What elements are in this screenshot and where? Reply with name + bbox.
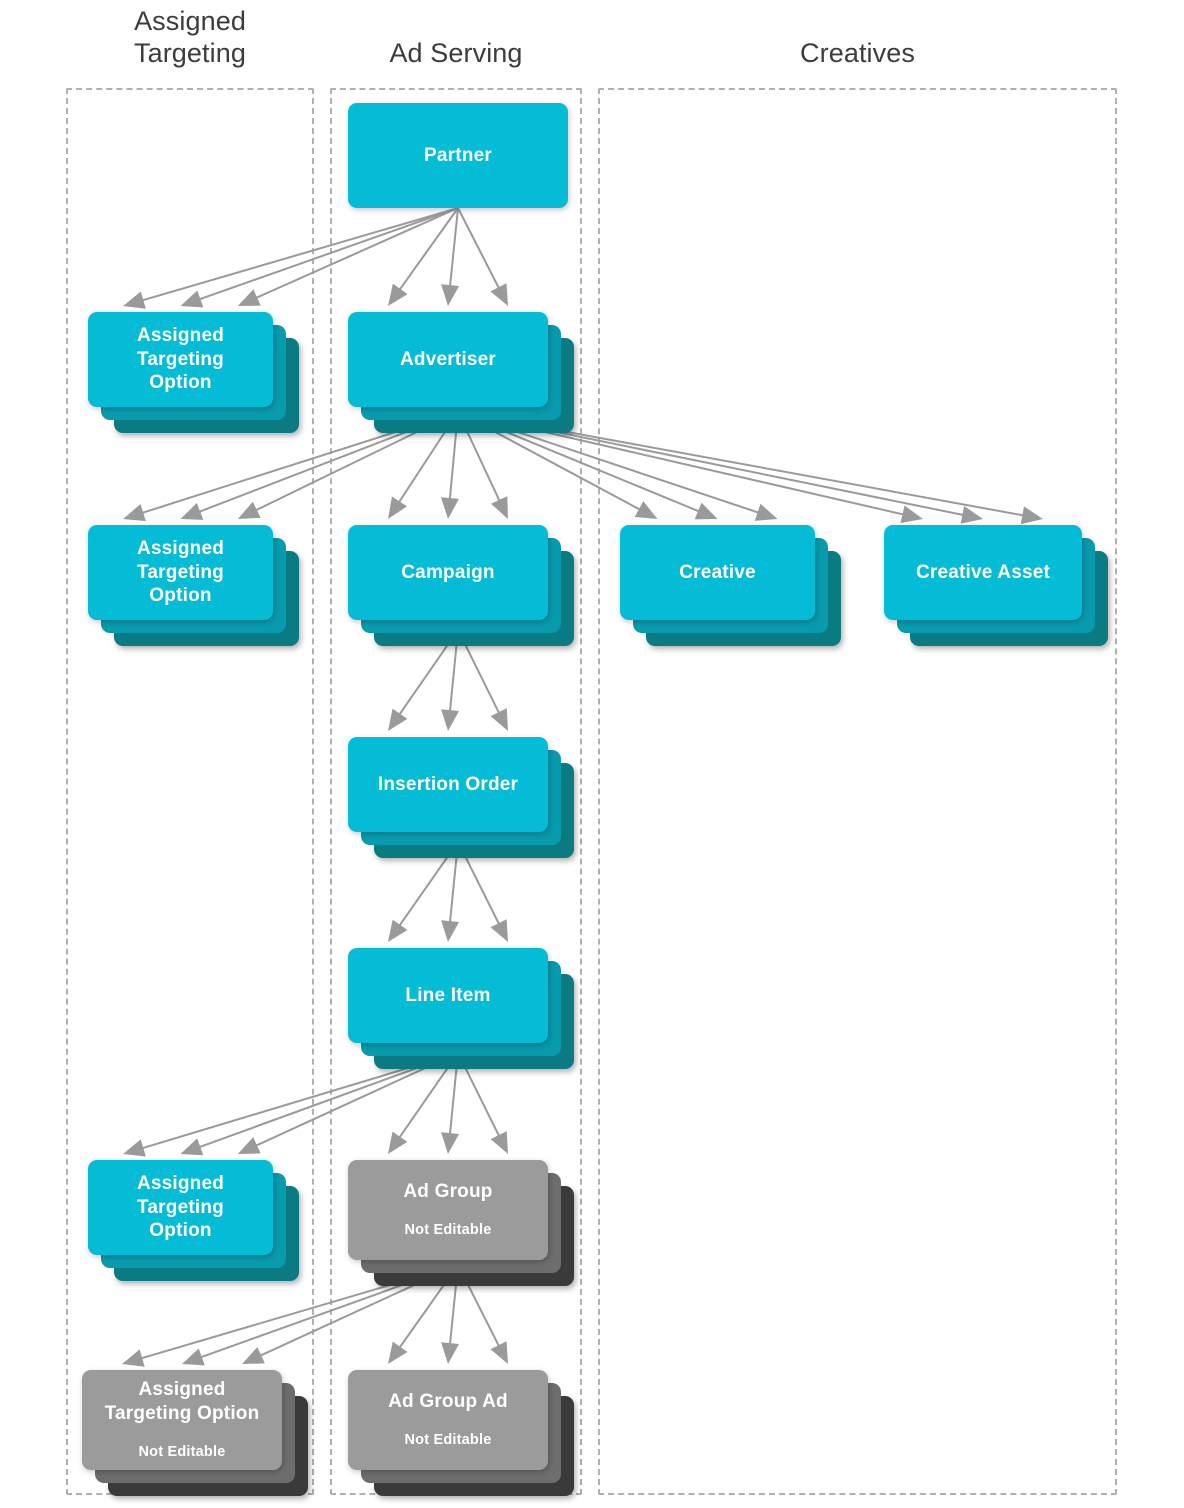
node-face-campaign[interactable]: Campaign: [348, 525, 548, 620]
node-face-creative-asset[interactable]: Creative Asset: [884, 525, 1082, 620]
node-face-insertion-order[interactable]: Insertion Order: [348, 737, 548, 832]
node-ato-line-item[interactable]: Assigned Targeting Option: [88, 1160, 299, 1281]
node-title: Creative Asset: [915, 561, 1051, 583]
node-face-line-item[interactable]: Line Item: [348, 948, 548, 1043]
node-partner[interactable]: Partner: [348, 103, 594, 234]
swimlane-creatives: [598, 88, 1117, 1495]
node-face-creative[interactable]: Creative: [620, 525, 815, 620]
node-face-ato-advertiser[interactable]: Assigned Targeting Option: [88, 525, 273, 620]
node-face-ato-partner[interactable]: Assigned Targeting Option: [88, 312, 273, 407]
node-insertion-order[interactable]: Insertion Order: [348, 737, 574, 858]
node-title: Assigned Targeting Option: [136, 324, 225, 394]
node-title: Advertiser: [400, 348, 496, 370]
node-ato-advertiser[interactable]: Assigned Targeting Option: [88, 525, 299, 646]
node-title: Partner: [424, 144, 492, 166]
node-creative-asset[interactable]: Creative Asset: [884, 525, 1108, 646]
node-face-ato-line-item[interactable]: Assigned Targeting Option: [88, 1160, 273, 1255]
node-title: Campaign: [401, 561, 495, 583]
node-line-item[interactable]: Line Item: [348, 948, 574, 1069]
node-title: Assigned Targeting Option: [104, 1379, 260, 1425]
node-face-advertiser[interactable]: Advertiser: [348, 312, 548, 407]
node-subtitle-not-editable: Not Editable: [138, 1444, 226, 1461]
node-title: Creative: [679, 561, 756, 583]
swimlane-assigned-targeting: [66, 88, 314, 1495]
node-advertiser[interactable]: Advertiser: [348, 312, 574, 433]
node-creative[interactable]: Creative: [620, 525, 841, 646]
node-face-ad-group-ad[interactable]: Ad Group Ad Not Editable: [348, 1370, 548, 1470]
column-header-assigned-targeting: Assigned Targeting: [134, 6, 246, 68]
node-title: Ad Group Ad: [388, 1391, 508, 1413]
node-campaign[interactable]: Campaign: [348, 525, 574, 646]
column-header-ad-serving: Ad Serving: [389, 38, 523, 68]
node-title: Assigned Targeting Option: [136, 1172, 225, 1242]
node-subtitle-not-editable: Not Editable: [404, 1222, 492, 1239]
column-header-creatives: Creatives: [800, 38, 915, 68]
node-ad-group-ad[interactable]: Ad Group Ad Not Editable: [348, 1370, 574, 1496]
node-title: Insertion Order: [377, 773, 519, 795]
node-subtitle-not-editable: Not Editable: [404, 1432, 492, 1449]
node-title: Line Item: [405, 984, 491, 1006]
node-title: Ad Group: [403, 1181, 493, 1203]
node-ato-partner[interactable]: Assigned Targeting Option: [88, 312, 299, 433]
node-title: Assigned Targeting Option: [136, 537, 225, 607]
node-face-partner[interactable]: Partner: [348, 103, 568, 208]
